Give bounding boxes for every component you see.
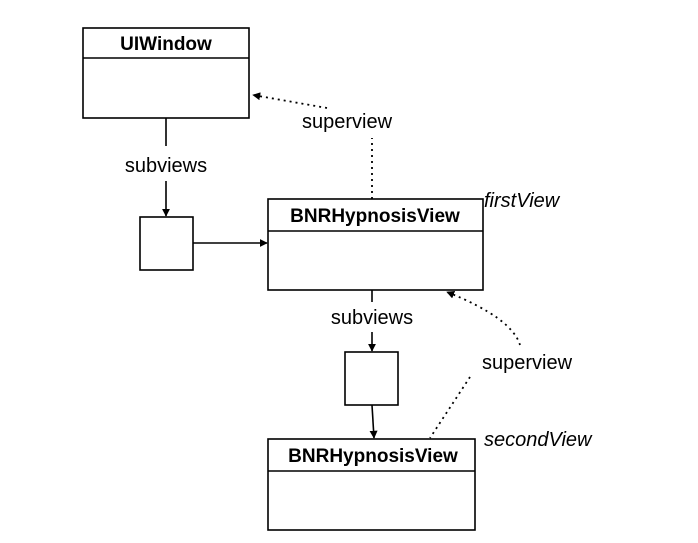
first-view-superview-label: superview [302, 111, 393, 133]
uiwindow-box: UIWindow [82, 27, 250, 119]
second-view-title: BNRHypnosisView [288, 446, 458, 467]
second-view-superview-label: superview [482, 352, 573, 374]
second-view-box: BNRHypnosisView [267, 438, 476, 531]
second-view-superview-arrow-upper [446, 290, 521, 346]
array-to-second-view-arrow [369, 404, 378, 439]
first-view-title: BNRHypnosisView [290, 206, 460, 227]
uiwindow-title: UIWindow [120, 34, 212, 55]
second-view-superview-arrow-lower [429, 376, 471, 439]
first-view-subviews-label: subviews [331, 307, 413, 329]
window-subviews-array [139, 216, 194, 271]
first-view-superview-arrow [253, 95, 373, 199]
window-subviews-label: subviews [125, 155, 207, 177]
first-view-subviews-array [344, 351, 399, 406]
second-view-variable-label: secondView [484, 429, 593, 451]
first-view-box: BNRHypnosisView [267, 198, 484, 291]
first-view-variable-label: firstView [484, 190, 561, 212]
